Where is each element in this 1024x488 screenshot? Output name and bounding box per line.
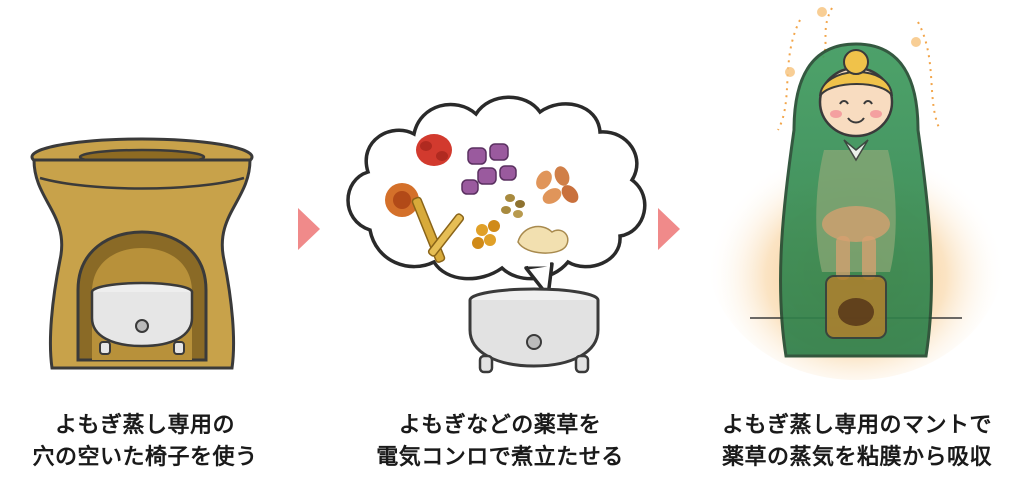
red-herb-cluster [416, 134, 452, 166]
purple-root-pieces [461, 143, 517, 195]
electric-stove-pot [468, 287, 600, 374]
step-2-caption-line-2: 電気コンロで煮立たせる [376, 445, 624, 470]
step-3-caption-line-2: 薬草の蒸気を粘膜から吸収 [721, 445, 992, 470]
seed-herb-cluster [501, 194, 525, 218]
woman-face [818, 49, 894, 138]
yomogi-chair-illustration [30, 137, 254, 370]
herb-thought-cloud-illustration [346, 95, 647, 374]
step-1-panel: よもぎ蒸し専用の 穴の空いた椅子を使う [0, 0, 290, 488]
step-2-caption: よもぎなどの薬草を 電気コンロで煮立たせる [330, 410, 670, 474]
steam-line [777, 19, 801, 131]
step-3-caption: よもぎ蒸し専用のマントで 薬草の蒸気を粘膜から吸収 [690, 410, 1024, 474]
steam-line [917, 21, 941, 131]
yellow-berry-cluster [472, 220, 500, 249]
step-3-panel: よもぎ蒸し専用のマントで 薬草の蒸気を粘膜から吸収 [690, 0, 1024, 488]
step-2-panel: よもぎなどの薬草を 電気コンロで煮立たせる [330, 0, 670, 488]
step-2-caption-line-1: よもぎなどの薬草を [398, 413, 602, 438]
step-1-caption: よもぎ蒸し専用の 穴の空いた椅子を使う [0, 410, 290, 474]
pot-in-chair [90, 281, 194, 355]
woman-in-steam-cape-illustration [706, 7, 1006, 380]
step-3-caption-line-1: よもぎ蒸し専用のマントで [721, 413, 992, 438]
cinnamon-sticks [411, 196, 465, 263]
ginger-root [517, 225, 569, 254]
dried-flower-herb [385, 183, 419, 217]
step-1-caption-line-2: 穴の空いた椅子を使う [32, 445, 258, 470]
leaf-herb-cluster [536, 166, 579, 204]
step-1-caption-line-1: よもぎ蒸し専用の [54, 413, 235, 438]
arrow-right-icon [298, 208, 320, 250]
arrow-right-icon [658, 208, 680, 250]
